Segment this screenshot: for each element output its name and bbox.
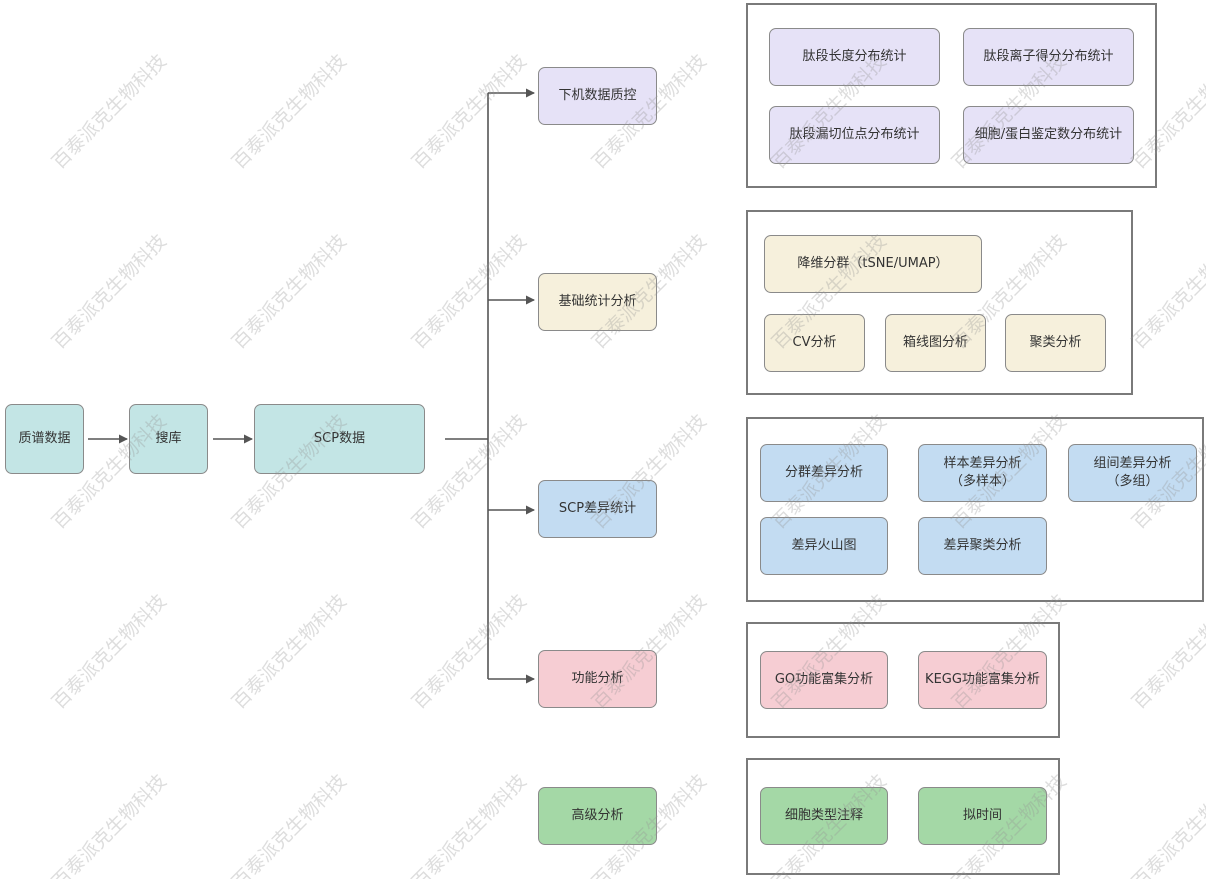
group-advanced xyxy=(746,758,1060,875)
item-cv-analysis: CV分析 xyxy=(764,314,865,372)
node-scp-data: SCP数据 xyxy=(254,404,425,474)
node-qc: 下机数据质控 xyxy=(538,67,657,125)
group-qc xyxy=(746,3,1157,188)
item-kegg-enrichment: KEGG功能富集分析 xyxy=(918,651,1047,709)
item-peptide-ion-score: 肽段离子得分分布统计 xyxy=(963,28,1134,86)
item-diff-cluster: 差异聚类分析 xyxy=(918,517,1047,575)
item-sample-diff: 样本差异分析 （多样本） xyxy=(918,444,1047,502)
item-go-enrichment: GO功能富集分析 xyxy=(760,651,888,709)
item-cluster-analysis: 聚类分析 xyxy=(1005,314,1106,372)
node-mass-spec-data: 质谱数据 xyxy=(5,404,84,474)
item-group-diff: 组间差异分析 （多组） xyxy=(1068,444,1197,502)
group-function xyxy=(746,622,1060,738)
node-basic-stats: 基础统计分析 xyxy=(538,273,657,331)
node-database-search: 搜库 xyxy=(129,404,208,474)
item-peptide-length: 肽段长度分布统计 xyxy=(769,28,940,86)
item-cell-type-annotation: 细胞类型注释 xyxy=(760,787,888,845)
item-pseudotime: 拟时间 xyxy=(918,787,1047,845)
group-scp-diff xyxy=(746,417,1204,602)
item-volcano-plot: 差异火山图 xyxy=(760,517,888,575)
node-function-analysis: 功能分析 xyxy=(538,650,657,708)
item-peptide-missed-cleavage: 肽段漏切位点分布统计 xyxy=(769,106,940,164)
node-advanced-analysis: 高级分析 xyxy=(538,787,657,845)
node-scp-diff: SCP差异统计 xyxy=(538,480,657,538)
group-basic-stats xyxy=(746,210,1133,395)
item-boxplot-analysis: 箱线图分析 xyxy=(885,314,986,372)
item-cell-protein-id: 细胞/蛋白鉴定数分布统计 xyxy=(963,106,1134,164)
item-dim-reduction: 降维分群（tSNE/UMAP） xyxy=(764,235,982,293)
item-cluster-diff: 分群差异分析 xyxy=(760,444,888,502)
